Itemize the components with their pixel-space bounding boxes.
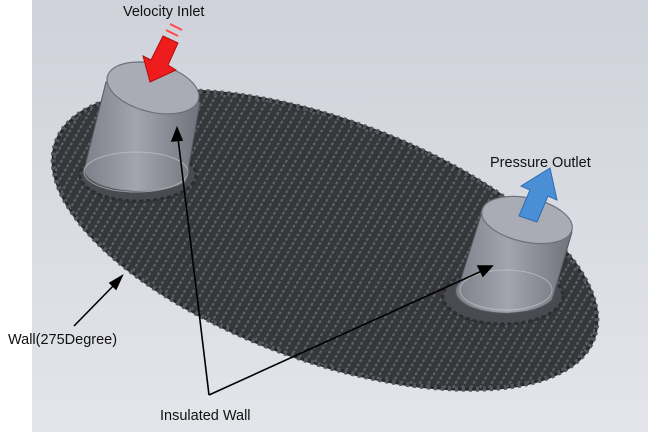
insulated-wall-label: Insulated Wall [160,408,251,424]
inlet-cylinder [83,61,201,193]
velocity-inlet-label: Velocity Inlet [123,4,205,20]
outlet-cylinder [455,195,573,314]
insulated-leader-right-arrowhead [476,265,494,278]
plate-rib [15,39,24,432]
leader-lines [73,125,494,396]
insulated-leader-left-arrowhead [170,125,184,142]
plate-rib [0,40,14,432]
plate-rib [0,40,5,432]
plate-rib [15,39,33,432]
pressure-outlet-label: Pressure Outlet [490,155,591,171]
outlet-arrow [518,167,558,223]
insulated-leader-right [208,269,485,396]
wall-label: Wall(275Degree) [8,332,118,348]
wall-leader-arrowhead [108,274,124,291]
plate-rib [332,39,564,432]
insulated-leader-left [177,137,210,396]
plate-rib [341,39,573,432]
plate-rib [323,39,555,432]
inlet-arrow [142,23,183,83]
plate-rib [350,39,582,432]
wall-leader [73,281,118,327]
